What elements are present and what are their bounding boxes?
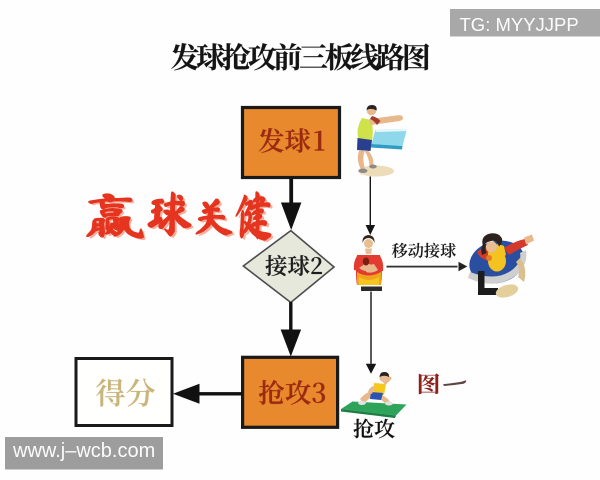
svg-text:TG: MYYJJPP: TG: MYYJJPP (460, 14, 579, 35)
svg-text:www.j–wcb.com: www.j–wcb.com (12, 440, 155, 462)
